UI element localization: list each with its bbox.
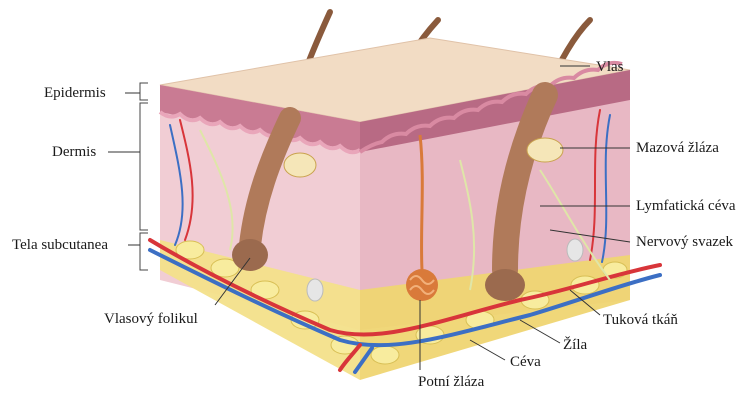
label-dermis: Dermis — [52, 145, 96, 160]
label-zila: Žíla — [563, 338, 587, 353]
label-mazova-zlaza: Mazová žláza — [636, 141, 719, 156]
label-tukova-tkan: Tuková tkáň — [603, 313, 678, 328]
label-vlas: Vlas — [596, 60, 624, 75]
label-tela-subcutanea: Tela subcutanea — [12, 238, 108, 253]
label-potni-zlaza: Potní žláza — [418, 375, 484, 390]
label-ceva: Céva — [510, 355, 541, 370]
label-epidermis: Epidermis — [44, 86, 106, 101]
label-vlasovy-folikul: Vlasový folikul — [104, 312, 198, 327]
label-lymfaticka-ceva: Lymfatická céva — [636, 199, 736, 214]
layer-brackets — [140, 83, 148, 270]
label-nervovy-svazek: Nervový svazek — [636, 235, 733, 250]
